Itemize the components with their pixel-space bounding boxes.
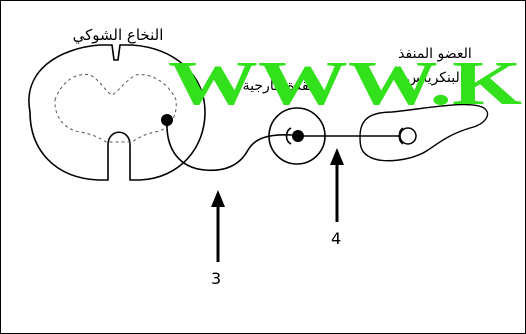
spinal-cord-label: النخاع الشوكي (73, 26, 164, 45)
spinal-cord-grey-matter (54, 73, 177, 143)
preganglionic-cell-body (161, 114, 173, 126)
external-ganglion-label: عقدة خارجية (243, 78, 318, 94)
effector-organ-label-line1: العضو المنفذ (398, 46, 472, 62)
watermark-text: WWW.K (168, 50, 522, 118)
arrow-4-label: 4 (331, 229, 341, 248)
pancreas-outline (359, 103, 489, 162)
effector-organ-label-line2: ( البنكرياس ) (396, 70, 473, 86)
ganglion-cell-body (292, 130, 304, 142)
arrow-4-head (330, 148, 344, 165)
synapse-cap-effector (398, 127, 404, 145)
synapse-cap-ganglion (285, 127, 292, 145)
arrow-3-label: 3 (211, 269, 221, 288)
spinal-cord-outline (28, 44, 206, 181)
preganglionic-fiber (166, 121, 293, 172)
effector-cell (399, 127, 417, 145)
arrow-3-head (211, 190, 225, 207)
